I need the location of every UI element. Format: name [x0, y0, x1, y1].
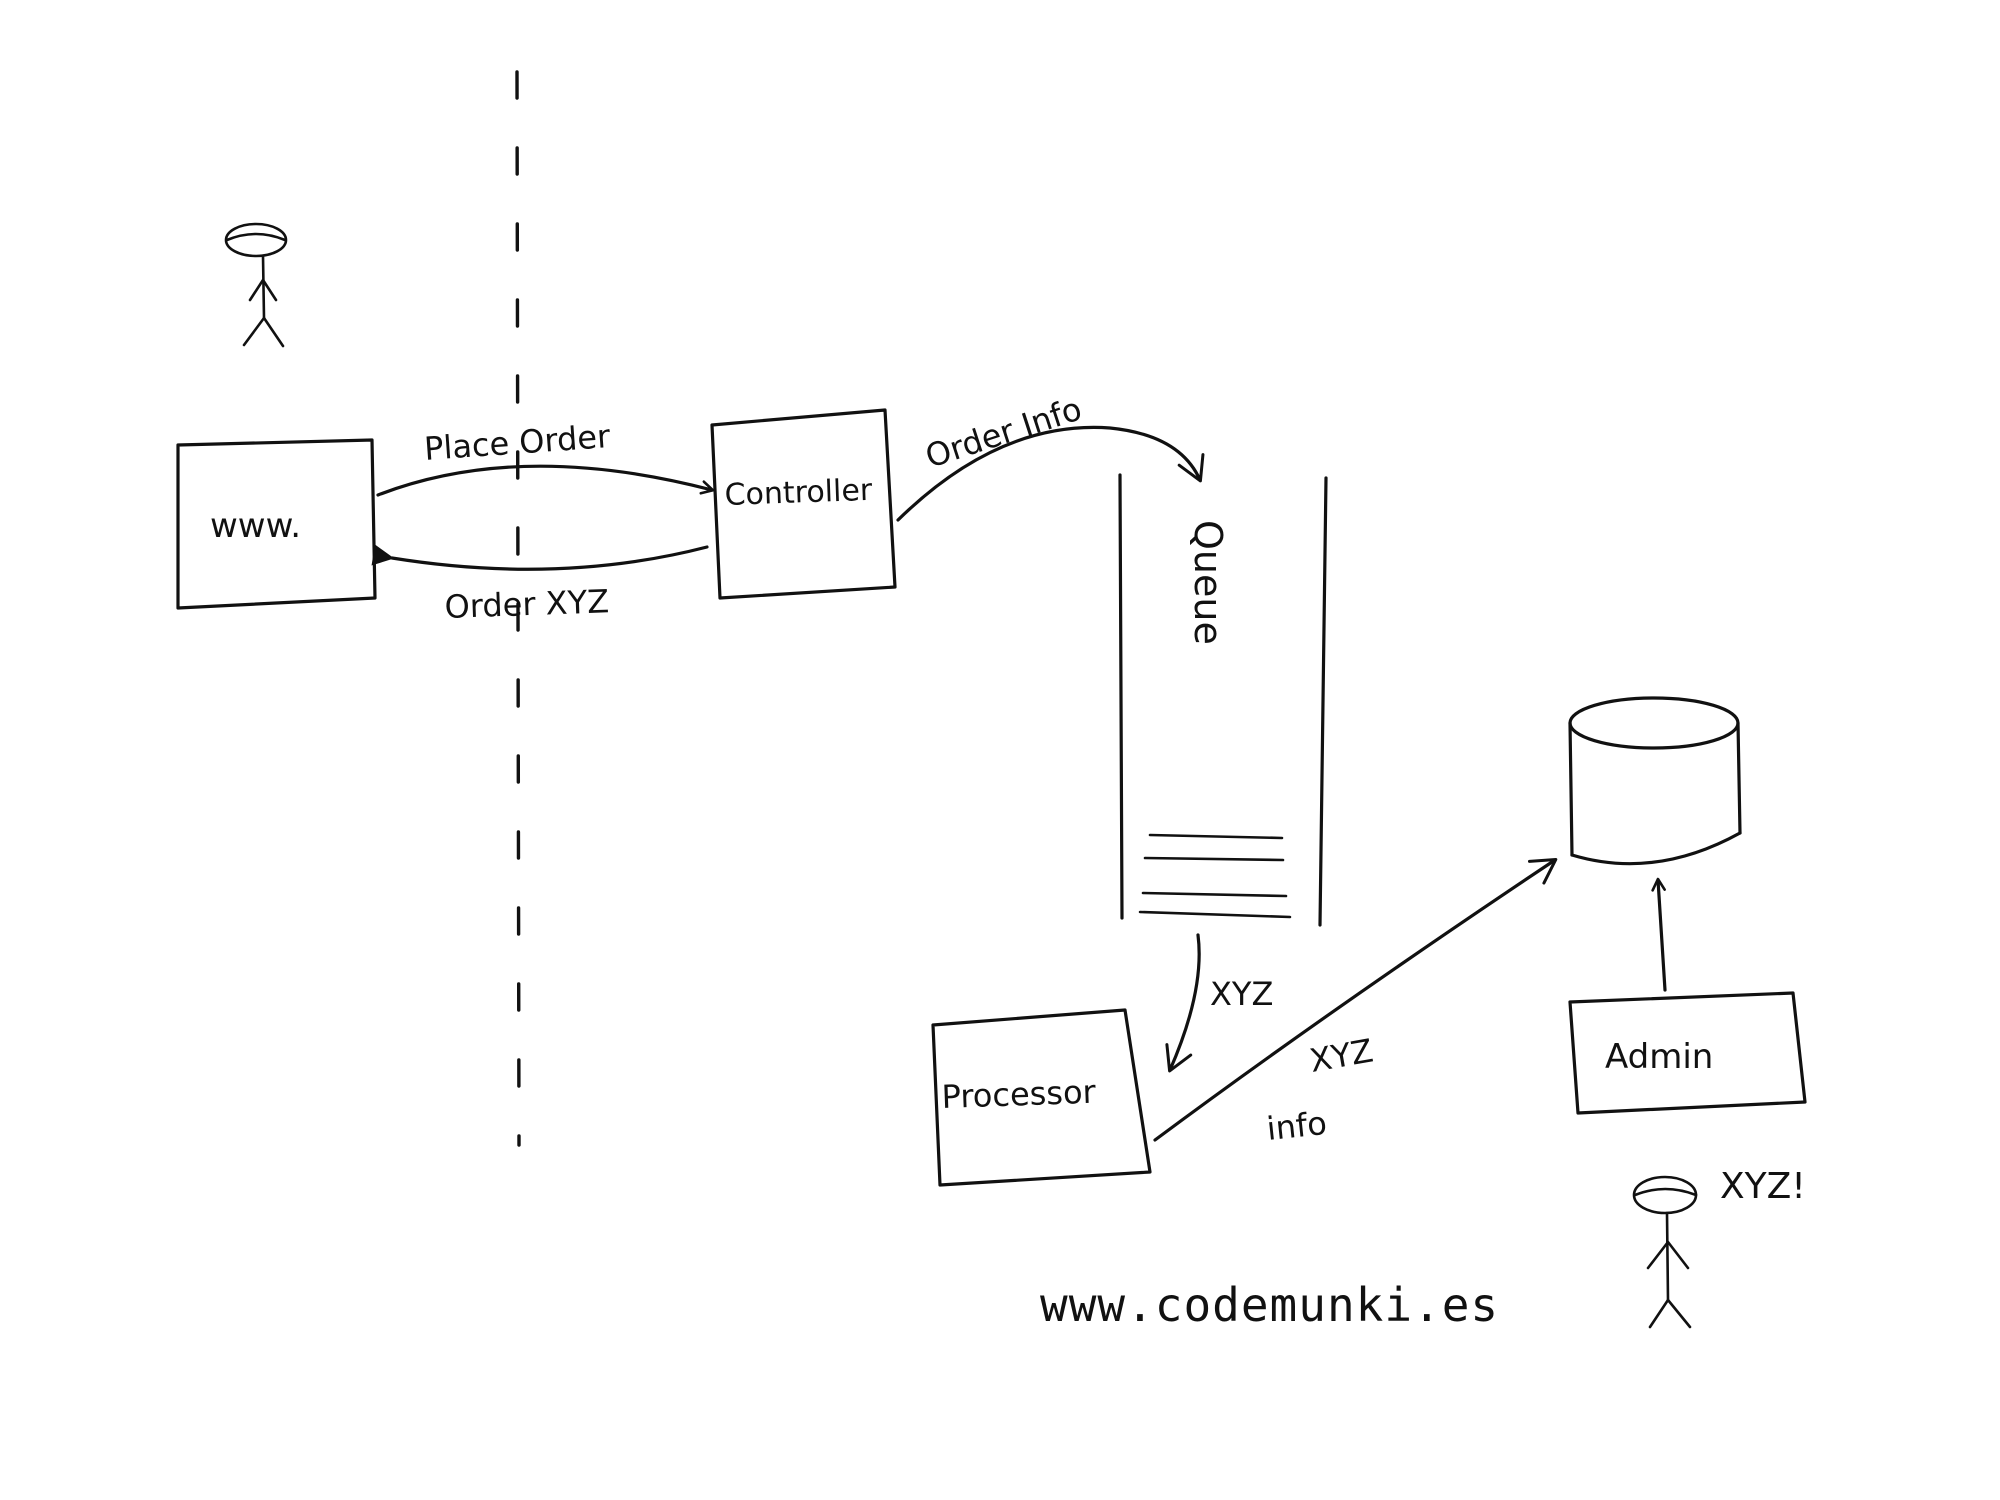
watermark-text[interactable]: www.codemunki.es	[1040, 1278, 1500, 1332]
customer-stick-figure	[224, 222, 288, 348]
queue-label: Queue	[1186, 520, 1230, 645]
place-order-edge: Place Order	[376, 417, 715, 497]
boundary-dashed-line	[515, 70, 521, 1147]
admin-label: Admin	[1605, 1037, 1713, 1077]
processor-label: Processor	[941, 1073, 1097, 1116]
admin-speech-label: XYZ!	[1720, 1166, 1806, 1207]
order-xyz-edge: Order XYZ	[371, 544, 709, 626]
admin-to-database-edge	[1651, 877, 1667, 992]
www-label: www.	[210, 506, 301, 546]
www-node: www.	[176, 438, 377, 610]
queue-node: Queue	[1118, 473, 1328, 927]
place-order-label: Place Order	[423, 417, 612, 468]
admin-stick-figure: XYZ!	[1632, 1166, 1806, 1329]
xyz-info-label-line1: XYZ	[1307, 1031, 1376, 1079]
xyz-edge: XYZ	[1165, 933, 1273, 1073]
order-info-edge: Order Info	[896, 390, 1205, 522]
database-node	[1568, 696, 1742, 866]
admin-node: Admin	[1568, 991, 1807, 1115]
order-xyz-label: Order XYZ	[444, 582, 610, 626]
controller-node: Controller	[710, 408, 897, 600]
order-info-label: Order Info	[921, 390, 1087, 476]
processor-node: Processor	[931, 1008, 1152, 1187]
xyz-label: XYZ	[1210, 975, 1273, 1013]
controller-label: Controller	[724, 473, 873, 513]
xyz-info-label-line2: info	[1265, 1104, 1329, 1148]
